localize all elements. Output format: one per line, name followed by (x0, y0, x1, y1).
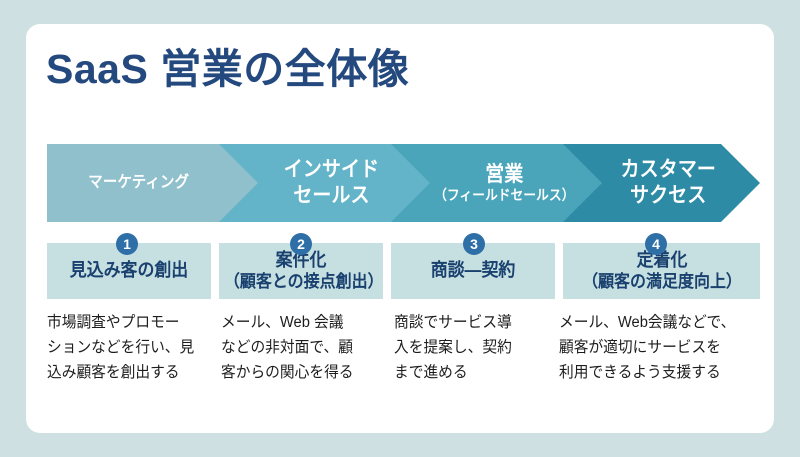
stage-header-2[interactable]: 案件化 （顧客との接点創出） (219, 243, 384, 299)
stage-description-1-line-3: 込み顧客を創出する (47, 364, 180, 382)
content-card (26, 24, 774, 433)
stage-header-1-text: 見込み客の創出 (70, 260, 188, 282)
chevron-stage-4-label: カスタマー サクセス (608, 157, 716, 208)
stage-description-1-line-2: ションなどを行い、見 (47, 339, 195, 357)
step-badge-4: 4 (645, 233, 667, 255)
stage-description-3-line-1: 商談でサービス導 (394, 314, 512, 331)
stage-header-4-title: 定着化 (636, 249, 687, 270)
stage-description-4-line-1: メール、Web会議などで、 (559, 314, 736, 331)
stage-description-2-line-1: メール、Web 会議 (221, 314, 344, 331)
chevron-stage-2-subtitle: セールス (292, 184, 370, 207)
chevron-stage-3-subtitle: （フィールドセールス） (433, 187, 575, 204)
stage-description-2-line-3: 客からの関心を得る (221, 364, 354, 382)
chevron-stage-2-label: インサイド セールス (274, 157, 378, 208)
chevron-flow-row: マーケティング インサイド セールス 営業 （フィールドセールス） カスタマー … (47, 144, 760, 222)
step-badge-1: 1 (116, 233, 138, 255)
stage-description-3: 商談でサービス導 入を提案し、契約 まで進める (394, 310, 551, 385)
stage-header-2-subtitle: （顧客との接点創出） (223, 271, 384, 291)
chevron-stage-1-title: マーケティング (88, 174, 190, 192)
stage-description-4-line-3: 利用できるよう支援する (559, 364, 721, 382)
stage-description-4: メール、Web会議などで、 顧客が適切にサービスを 利用できるよう支援する (559, 310, 754, 385)
stage-description-row: 市場調査やプロモー ションなどを行い、見 込み顧客を創出する メール、Web 会… (47, 310, 760, 400)
page-title: SaaS 営業の全体像 (46, 46, 410, 92)
stage-header-1-title: 見込み客の創出 (69, 260, 189, 281)
stage-header-2-text: 案件化 （顧客との接点創出） (223, 249, 384, 293)
stage-description-3-line-2: 入を提案し、契約 (394, 339, 512, 357)
stage-description-2-line-2: などの非対面で、顧 (221, 339, 353, 357)
chevron-stage-3-title: 営業 (484, 162, 523, 186)
stage-header-3-text: 商談―契約 (431, 260, 516, 282)
chevron-stage-2-title: インサイド (283, 158, 379, 182)
stage-description-4-line-2: 顧客が適切にサービスを (559, 339, 721, 357)
stage-header-3-title: 商談―契約 (430, 260, 516, 281)
stage-description-3-line-3: まで進める (394, 364, 468, 382)
chevron-stage-3-label: 営業 （フィールドセールス） (423, 162, 574, 205)
step-badge-2: 2 (290, 233, 312, 255)
stage-description-1: 市場調査やプロモー ションなどを行い、見 込み顧客を創出する (47, 310, 214, 385)
stage-header-2-title: 案件化 (275, 249, 327, 270)
stage-header-4-text: 定着化 （顧客の満足度向上） (582, 250, 742, 293)
step-badge-3: 3 (463, 233, 485, 255)
chevron-stage-4-title: カスタマー (620, 158, 716, 182)
chevron-stage-1[interactable]: マーケティング (47, 144, 262, 222)
stage-description-2: メール、Web 会議 などの非対面で、顧 客からの関心を得る (221, 310, 388, 385)
stage-description-1-line-1: 市場調査やプロモー (47, 314, 180, 331)
chevron-stage-4-subtitle: サクセス (629, 184, 706, 207)
stage-header-4-subtitle: （顧客の満足度向上） (581, 271, 742, 291)
chevron-stage-1-label: マーケティング (89, 173, 221, 193)
